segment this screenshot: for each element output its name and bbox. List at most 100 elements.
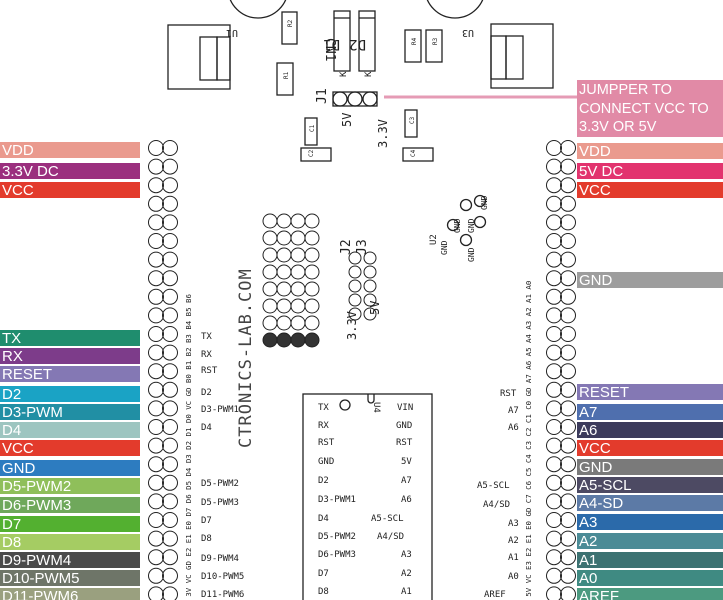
- left-pin-label-2: VCC: [0, 182, 140, 198]
- j2-33v-label: 3.3V: [345, 311, 359, 340]
- r3-body: [425, 29, 443, 63]
- chip-left-pin: D8: [318, 587, 329, 597]
- center-header-pin: [290, 213, 306, 229]
- left-header-pin: [162, 251, 178, 268]
- right-header-pin: [560, 567, 576, 584]
- center-header-pin: [290, 264, 306, 280]
- left-header-pin: [162, 344, 178, 361]
- right-header-pin: [560, 419, 576, 435]
- center-header-pin: [304, 213, 320, 229]
- left-header-pin: [162, 214, 178, 231]
- center-header-pin: [262, 281, 278, 297]
- left-header-pin: [148, 474, 164, 491]
- chip-right-pin: A5-SCL: [371, 514, 404, 524]
- center-header-pin: [276, 264, 292, 280]
- capacitor-circle-right: [426, 0, 484, 19]
- center-header-pin: [304, 315, 320, 331]
- right-header-pin: [546, 158, 562, 175]
- j3-5v-label: 5V: [368, 301, 382, 315]
- chip-right-pin: 5V: [401, 457, 412, 467]
- left-pin-label-13: D7: [0, 516, 140, 532]
- left-pin-label-10: GND: [0, 460, 140, 476]
- left-pin-name: D3-PWM1: [201, 405, 239, 415]
- j2-pin: [348, 279, 362, 293]
- chip-left-pin: RST: [318, 438, 335, 448]
- j1-label: J1: [315, 88, 330, 104]
- right-header-pin: [560, 177, 576, 194]
- right-header-pin: [560, 214, 576, 231]
- left-header-pin: [148, 251, 164, 268]
- right-pin-name: A7: [508, 406, 519, 416]
- j1-33v-label: 3.3V: [376, 119, 390, 148]
- left-header-pin: [148, 288, 164, 305]
- center-header-pin: [276, 332, 292, 348]
- center-header-pin: [262, 247, 278, 263]
- j3-pin: [363, 251, 377, 265]
- right-header-pin: [546, 288, 562, 305]
- center-header-pin: [262, 332, 278, 348]
- right-pin-label-14: A0: [577, 570, 723, 586]
- u2-gnd-3: GND: [467, 247, 476, 262]
- center-header-pin: [276, 247, 292, 263]
- left-pin-name: TX: [201, 332, 212, 342]
- u2-gnd-1: GND: [440, 240, 449, 255]
- d2-label: D2: [349, 36, 366, 52]
- right-header-codes: VD 5V VC E3 E2 E1 E0 GD C7 C6 C5 C4 C3 C…: [524, 281, 533, 600]
- left-header-pin: [162, 177, 178, 194]
- center-header-pin: [276, 213, 292, 229]
- left-header-pin: [148, 437, 164, 454]
- r1-body: [276, 62, 294, 96]
- center-header-pin: [262, 315, 278, 331]
- right-header-pin: [560, 140, 576, 156]
- center-header-pin: [304, 264, 320, 280]
- left-pin-label-9: VCC: [0, 440, 140, 456]
- u1-label: U1: [226, 27, 238, 38]
- left-pin-name: D10-PWM5: [201, 572, 244, 582]
- right-header-pin: [560, 288, 576, 305]
- left-pin-name: RST: [201, 366, 218, 376]
- right-header-pin: [560, 381, 576, 398]
- left-pin-name: D8: [201, 534, 212, 544]
- left-header-pin: [162, 549, 178, 566]
- chip-right-pin: VIN: [397, 403, 413, 413]
- watermark-text: CTRONICS-LAB.COM: [236, 268, 256, 448]
- center-header-pin: [290, 230, 306, 246]
- right-pin-name: A4/SD: [483, 500, 510, 510]
- right-pin-label-15: AREF: [577, 588, 723, 600]
- right-pin-name: AREF: [484, 590, 506, 600]
- right-header-pin: [560, 456, 576, 473]
- right-pin-name: A5-SCL: [477, 481, 510, 491]
- left-header-pin: [162, 567, 178, 584]
- j2-pin: [348, 265, 362, 279]
- j3-pin: [363, 279, 377, 293]
- d1-body: [333, 10, 351, 72]
- r4-body: [404, 29, 422, 63]
- r2-body: [281, 11, 298, 45]
- right-pin-label-4: RESET: [577, 384, 723, 400]
- left-header-pin: [148, 195, 164, 212]
- right-header-pin: [560, 549, 576, 566]
- chip-right-pin: A7: [401, 476, 412, 486]
- right-header-pin: [560, 195, 576, 212]
- left-header-codes: VD 3V VC GD E2 E1 E0 D7 D6 D5 D4 D3 D2 D…: [184, 294, 193, 600]
- left-pin-name: D5-PWM3: [201, 498, 239, 508]
- left-header-pin: [148, 586, 164, 600]
- right-header-pin: [546, 270, 562, 287]
- right-header-pin: [546, 381, 562, 398]
- left-pin-label-7: D3-PWM: [0, 404, 140, 420]
- right-pin-name: A6: [508, 423, 519, 433]
- left-header-pin: [162, 400, 178, 417]
- right-header-pin: [546, 400, 562, 417]
- right-header-pin: [546, 493, 562, 510]
- right-header-pin: [546, 586, 562, 600]
- left-pin-name: D11-PWM6: [201, 590, 244, 600]
- right-header-pin: [546, 326, 562, 342]
- right-header-pin: [560, 158, 576, 175]
- left-header-pin: [148, 400, 164, 417]
- u2-gnd-2: GND: [453, 218, 462, 233]
- left-header-pin: [162, 419, 178, 435]
- j1-5v-label: 5V: [340, 113, 354, 127]
- right-header-pin: [560, 251, 576, 268]
- d1-label: D1: [323, 36, 340, 52]
